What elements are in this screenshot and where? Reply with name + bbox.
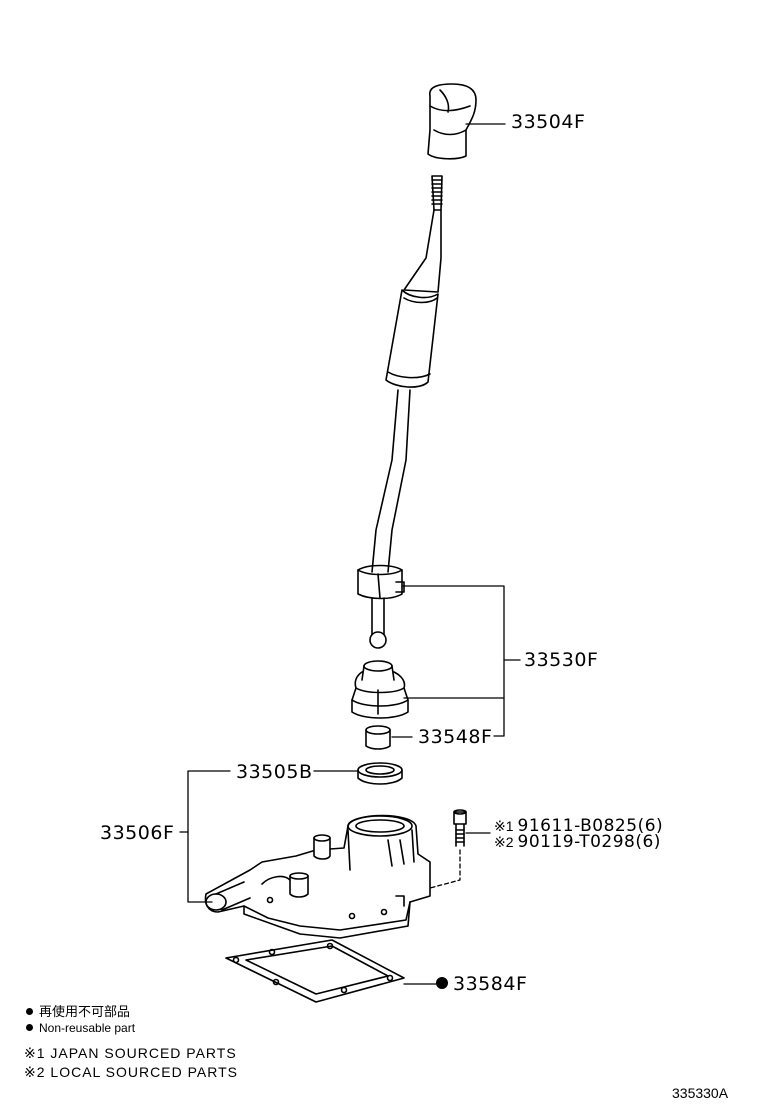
leader-lever-bracket xyxy=(401,585,505,737)
seat-drawing xyxy=(357,762,403,785)
legend-dot-icon xyxy=(26,1008,33,1015)
bolt-ref-1-number: 91611-B0825(6) xyxy=(517,816,664,836)
legend-dot-icon xyxy=(26,1024,33,1031)
part-label-seat: 33505B xyxy=(236,761,313,783)
part-label-retainer: 33506F xyxy=(100,822,175,844)
boot-drawing xyxy=(351,660,409,719)
legend-japan-sourced: ※1 JAPAN SOURCED PARTS xyxy=(24,1045,237,1061)
figure-reference: 335330A xyxy=(672,1085,729,1101)
leader-bolt-dashed xyxy=(429,849,461,889)
bolt-ref-1-mark: ※1 xyxy=(494,818,514,834)
legend-nonreusable-en-text: Non-reusable part xyxy=(39,1021,136,1035)
leader-retainer xyxy=(187,770,231,903)
legend-nonreusable-jp: 再使用不可部品 xyxy=(26,1005,130,1018)
retainer-drawing xyxy=(204,814,431,939)
legend-local-sourced: ※2 LOCAL SOURCED PARTS xyxy=(24,1064,238,1080)
shift-knob-drawing xyxy=(427,83,477,160)
bushing-drawing xyxy=(365,725,391,750)
shift-lever-drawing xyxy=(357,175,443,649)
nonreusable-marker-icon xyxy=(436,977,448,989)
part-label-lever: 33530F xyxy=(524,649,599,671)
part-label-gasket: 33584F xyxy=(436,975,527,994)
bolt-ref-2-mark: ※2 xyxy=(494,834,514,850)
bolt-drawing xyxy=(453,809,467,847)
gasket-drawing xyxy=(225,939,405,1003)
bolt-ref-2-number: 90119-T0298(6) xyxy=(517,832,661,852)
legend-nonreusable-en: Non-reusable part xyxy=(26,1022,135,1034)
part-label-knob: 33504F xyxy=(511,111,586,133)
part-label-bushing: 33548F xyxy=(418,726,493,748)
leader-lines xyxy=(179,123,521,985)
gasket-number: 33584F xyxy=(453,973,528,995)
legend-nonreusable-jp-text: 再使用不可部品 xyxy=(39,1004,131,1019)
